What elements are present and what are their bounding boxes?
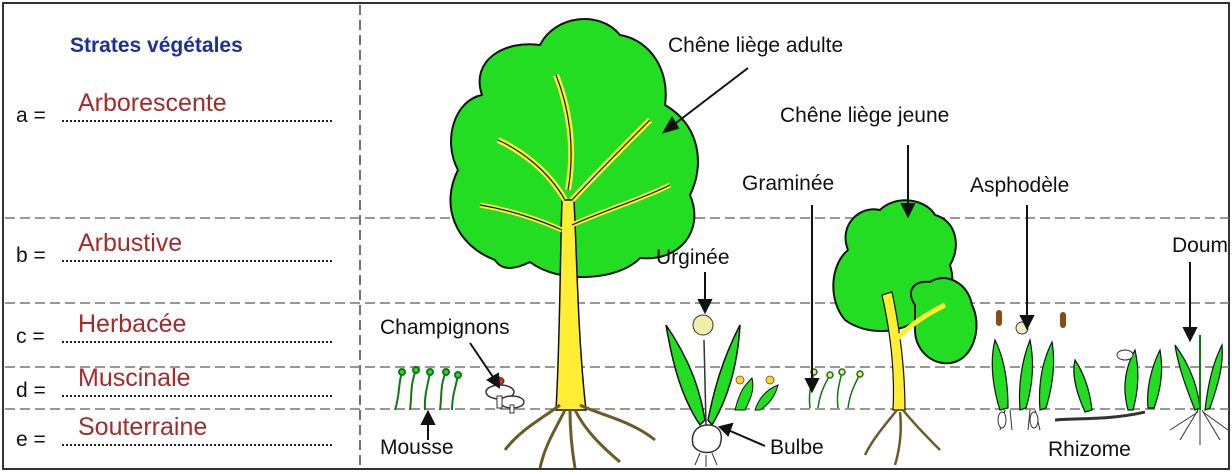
moss-illustration bbox=[395, 367, 461, 410]
stratum-letter: a = bbox=[16, 104, 62, 128]
stratum-answer: Souterraine bbox=[78, 413, 207, 442]
arrowhead-bulbe bbox=[720, 424, 732, 435]
young-oak-roots bbox=[865, 410, 940, 465]
stratum-row-d: d =Muscinale bbox=[16, 375, 332, 403]
answer-line: Souterraine bbox=[62, 424, 332, 446]
grass-illustration bbox=[809, 369, 863, 408]
label-champignons: Champignons bbox=[380, 316, 510, 340]
stratum-letter: e = bbox=[16, 428, 62, 452]
answer-line: Muscinale bbox=[62, 375, 332, 397]
stratum-row-a: a =Arborescente bbox=[16, 100, 332, 128]
arrowhead-graminee bbox=[806, 379, 818, 391]
urginea-bulb-shape bbox=[692, 425, 721, 453]
arrowhead-mousse bbox=[422, 412, 434, 424]
answer-line: Arborescente bbox=[62, 100, 332, 122]
stratum-row-e: e =Souterraine bbox=[16, 424, 332, 452]
answer-line: Arbustive bbox=[62, 240, 332, 262]
stratum-letter: c = bbox=[16, 325, 62, 349]
stratum-answer: Arborescente bbox=[78, 89, 227, 118]
young-cork-oak-illustration bbox=[833, 200, 976, 465]
label-bulbe: Bulbe bbox=[770, 436, 824, 460]
label-rhizome: Rhizome bbox=[1048, 438, 1131, 462]
small-flowering-plants bbox=[735, 376, 778, 410]
stratum-letter: b = bbox=[16, 244, 62, 268]
asphodel-illustration bbox=[992, 310, 1066, 430]
adult-cork-oak-illustration bbox=[450, 19, 698, 468]
doum-palm-illustration bbox=[1170, 335, 1228, 445]
arrow-bulbe bbox=[728, 430, 765, 446]
label-asphodele: Asphodèle bbox=[970, 174, 1069, 198]
stratum-answer: Herbacée bbox=[78, 310, 186, 339]
label-chene-liege-adulte: Chêne liège adulte bbox=[668, 34, 843, 58]
arrowhead-urginee bbox=[699, 300, 711, 312]
stratum-answer: Muscinale bbox=[78, 364, 191, 393]
urginea-illustration bbox=[666, 315, 740, 467]
stratum-answer: Arbustive bbox=[78, 229, 182, 258]
label-doum: Doum bbox=[1172, 234, 1228, 258]
stratum-row-c: c =Herbacée bbox=[16, 321, 332, 349]
label-urginee: Urginée bbox=[656, 246, 730, 270]
strata-panel-title: Strates végétales bbox=[70, 34, 243, 58]
stratum-letter: d = bbox=[16, 379, 62, 403]
arrow-champignons bbox=[470, 343, 495, 380]
arrowhead-doum bbox=[1184, 328, 1196, 340]
label-chene-liege-jeune: Chêne liège jeune bbox=[780, 104, 949, 128]
stratum-row-b: b =Arbustive bbox=[16, 240, 332, 268]
adult-oak-roots bbox=[505, 405, 655, 468]
arrow-adult-oak bbox=[672, 68, 748, 126]
answer-line: Herbacée bbox=[62, 321, 332, 343]
label-mousse: Mousse bbox=[380, 436, 454, 460]
label-graminee: Graminée bbox=[742, 172, 834, 196]
